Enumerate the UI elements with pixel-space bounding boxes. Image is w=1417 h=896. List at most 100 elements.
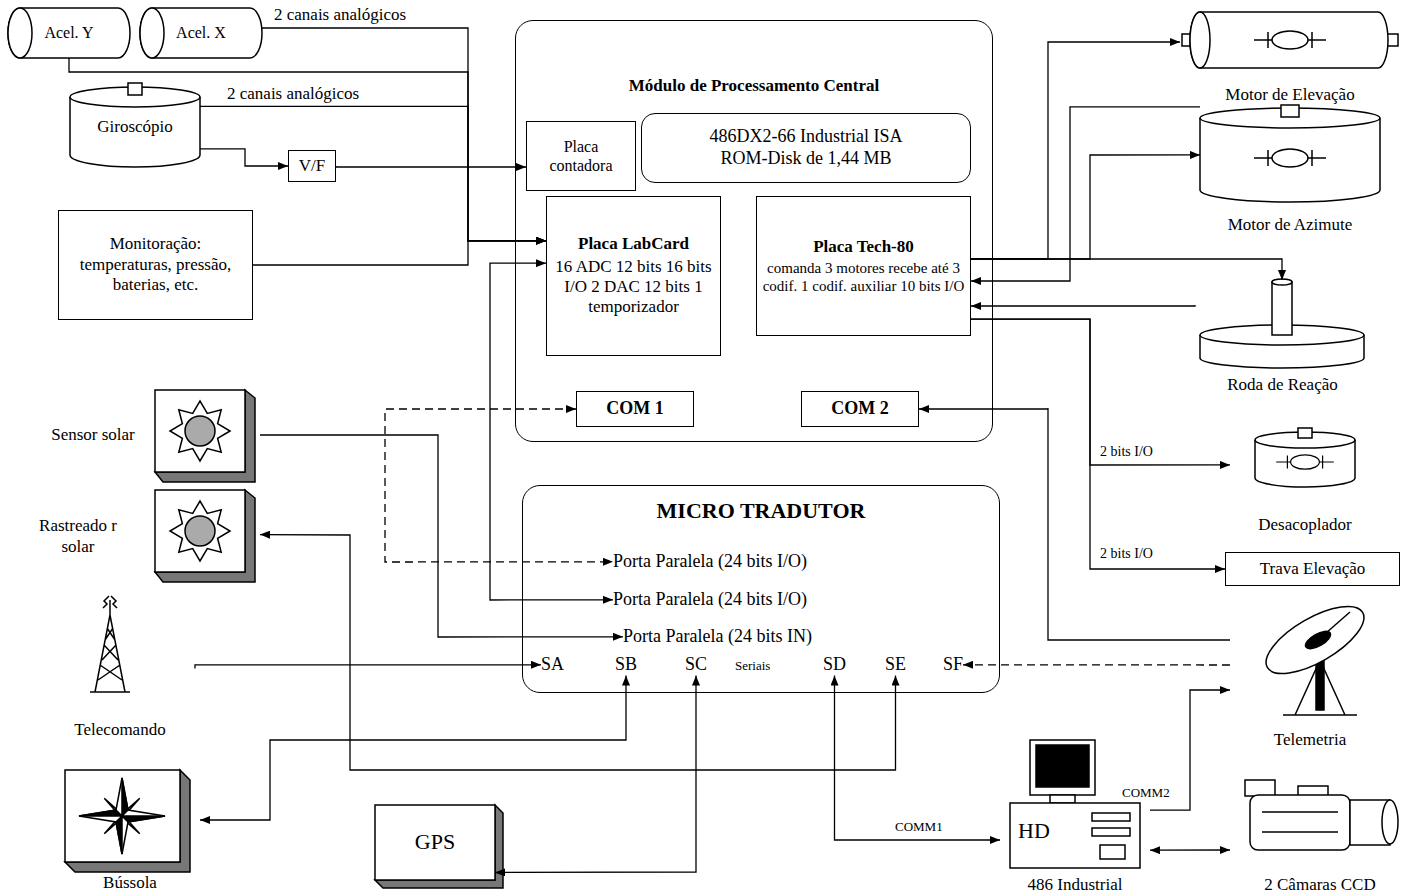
node-title: MICRO TRADUTOR (657, 498, 866, 524)
node-title: Trava Elevação (1260, 559, 1366, 579)
connector (971, 107, 1200, 281)
node-title: SC (685, 654, 707, 676)
connector (971, 305, 1195, 306)
edge-label: 2 bits I/O (1098, 444, 1155, 460)
motor: Motor de Elevação (1180, 5, 1400, 105)
parallel-port: Porta Paralela (24 bits I/O) (613, 551, 807, 573)
computer: 486 Industrial (1000, 735, 1150, 895)
edge-label: COMM1 (893, 820, 945, 835)
node-title: Porta Paralela (24 bits I/O) (613, 551, 807, 573)
converter-box: V/F (288, 150, 336, 182)
node-title: Motor de Elevação (1225, 85, 1354, 105)
telemetry-dish: Telemetria (1230, 600, 1390, 750)
node-title: 486 Industrial (1028, 875, 1123, 895)
labcard-box: Placa LabCard 16 ADC 12 bits 16 bits I/O … (546, 196, 721, 356)
sun-sensor: Sensor solar (30, 385, 260, 485)
com-port: COM 1 (576, 391, 694, 427)
connector (262, 28, 546, 241)
node-title: Giroscópio (97, 117, 173, 137)
connector (963, 664, 1230, 666)
connector (260, 435, 623, 637)
node-title: Acel. Y (44, 23, 93, 42)
connector (971, 319, 1230, 465)
node-title: COM 1 (606, 398, 664, 420)
connector (336, 166, 526, 167)
monitor-box: Monitoração: temperaturas, pressão, bate… (58, 210, 253, 320)
node-body: 16 ADC 12 bits 16 bits I/O 2 DAC 12 bits… (552, 257, 715, 318)
connector (200, 676, 626, 820)
tech80-box: Placa Tech-80comanda 3 motores recebe at… (756, 196, 971, 336)
compass: Bússola (60, 765, 200, 893)
connector (260, 535, 896, 770)
translator-frame: MICRO TRADUTOR Porta Paralela (24 bits I/… (522, 485, 1000, 693)
node-title: Desacoplador (1258, 515, 1351, 535)
node-title: SF (943, 654, 963, 676)
serial-port: SD (823, 654, 846, 676)
connector (971, 319, 1225, 569)
connector (195, 665, 541, 669)
signal-group-label: Seriais (735, 658, 770, 674)
node-title: Telecomando (74, 720, 165, 740)
node-title: Placa contadora (532, 137, 630, 175)
node-title: Telemetria (1274, 730, 1346, 750)
node-title: SE (885, 654, 906, 676)
lock-box: Trava Elevação (1225, 552, 1400, 586)
connector (200, 149, 288, 166)
node-title: Rastreado r solar (23, 516, 133, 557)
sun-tracker: Rastreado r solar (15, 488, 260, 585)
edge-label: 2 canais analógicos (225, 84, 361, 104)
serial-port: SC (685, 654, 707, 676)
connector (835, 676, 1001, 840)
node-title: COM 2 (831, 398, 889, 420)
decoupler: Desacoplador (1230, 420, 1380, 535)
node-title: 2 Câmaras CCD (1264, 875, 1375, 895)
node-title: Acel. X (176, 23, 226, 42)
accelerometer: Acel. Y (8, 8, 130, 58)
connector (919, 408, 1230, 640)
connector (971, 259, 1282, 280)
serial-port: SF (943, 654, 963, 676)
node-title: Porta Paralela (24 bits IN) (623, 626, 812, 648)
counter-card: Placa contadora (526, 121, 636, 191)
node-title: Placa Tech-80 (813, 237, 914, 257)
gps: GPS (375, 805, 495, 880)
serial-port: SA (541, 654, 564, 676)
node-title: Placa LabCard (578, 234, 689, 254)
node-title: 486DX2-66 Industrial ISA ROM-Disk de 1,4… (687, 126, 925, 169)
node-title: GPS (415, 829, 455, 855)
connector (971, 155, 1200, 259)
connector (1150, 849, 1230, 851)
node-title: SD (823, 654, 846, 676)
edge-label: 2 bits I/O (1098, 546, 1155, 562)
telecommand: Telecomando (45, 600, 195, 740)
connector (495, 676, 696, 873)
node-title: Sensor solar (38, 425, 148, 445)
node-title: Bússola (103, 873, 157, 893)
edge-label: 2 canais analógicos (272, 5, 408, 25)
connector (253, 241, 546, 265)
node-title: Monitoração: temperaturas, pressão, bate… (79, 234, 232, 295)
serial-port: SE (885, 654, 906, 676)
edge-label: COMM2 (1120, 786, 1172, 801)
node-title: Roda de Reação (1227, 375, 1337, 395)
node-body: comanda 3 motores recebe até 3 codif. 1 … (762, 259, 965, 295)
node-title: Motor de Azimute (1228, 215, 1353, 235)
reaction-wheel: Roda de Reação (1195, 280, 1370, 395)
parallel-port: Porta Paralela (24 bits I/O) (613, 589, 807, 611)
serial-port: SB (615, 654, 637, 676)
accelerometer: Acel. X (140, 8, 262, 58)
node-title: SA (541, 654, 564, 676)
node-title: Porta Paralela (24 bits I/O) (613, 589, 807, 611)
node-title: SB (615, 654, 637, 676)
module-frame: Módulo de Processamento CentralPlaca con… (515, 20, 993, 442)
node-title: V/F (299, 156, 325, 176)
motor: Motor de Azimute (1200, 100, 1380, 235)
parallel-port: Porta Paralela (24 bits IN) (623, 626, 812, 648)
connector (971, 42, 1180, 259)
com-port: COM 2 (801, 391, 919, 427)
ccd-cameras: 2 Câmaras CCD (1230, 775, 1410, 895)
node-title: Módulo de Processamento Central (629, 76, 879, 96)
drive-label: HD (1018, 818, 1050, 844)
gyroscope: Giroscópio (70, 85, 200, 170)
cpu-box: 486DX2-66 Industrial ISA ROM-Disk de 1,4… (641, 113, 971, 183)
